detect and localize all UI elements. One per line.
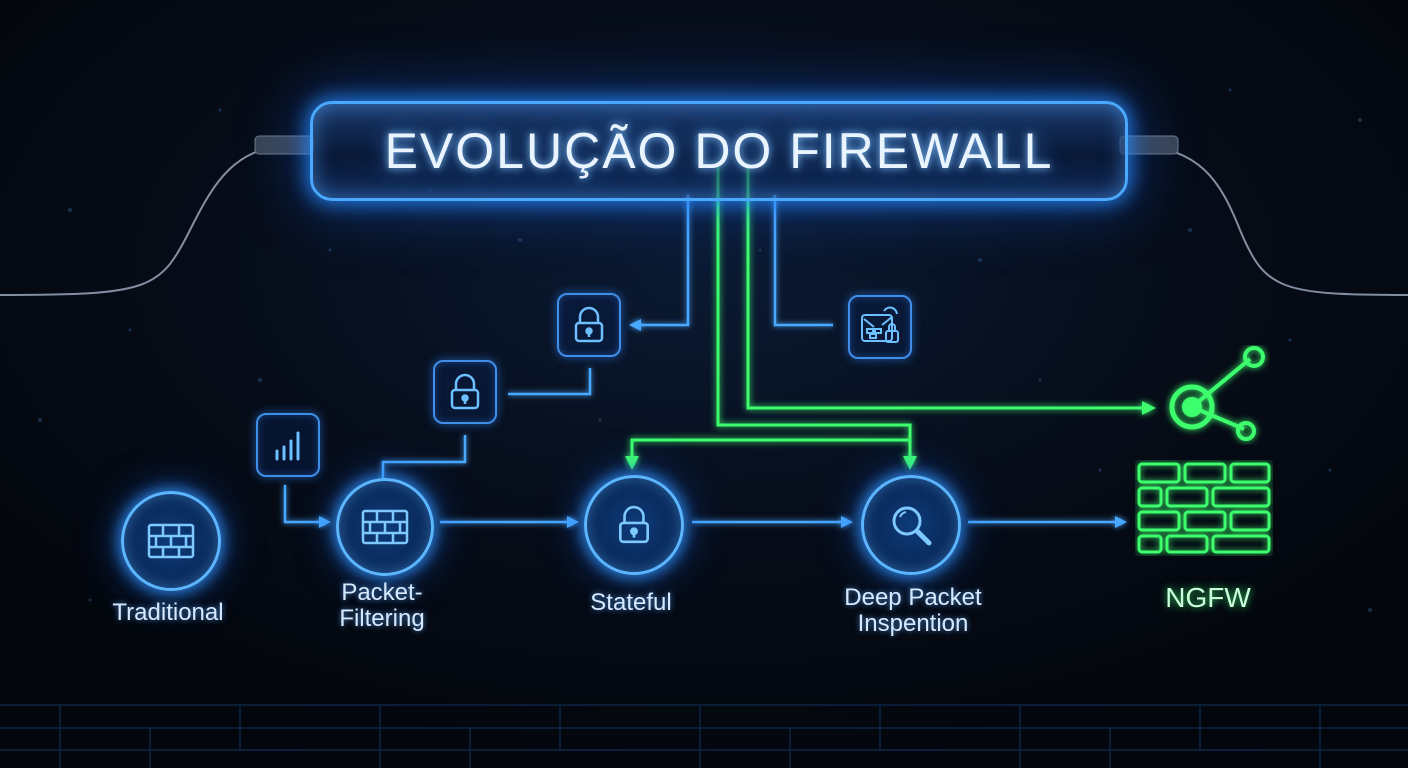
- connector-title-to-dpi: [716, 165, 917, 470]
- padlock-icon: [574, 306, 604, 343]
- connector-title-to-ngfw: [746, 165, 1156, 415]
- stage-node-packet-filtering: [336, 478, 434, 576]
- stage-node-stateful: [584, 475, 684, 575]
- network-padlock-icon: [861, 306, 899, 343]
- stage-node-traditional: [121, 491, 221, 591]
- stage-label-packet-filtering: Packet- Filtering: [302, 580, 462, 632]
- stage-label-deep-packet-inspection: Deep Packet Inspention: [818, 585, 1008, 637]
- connector-lock-mid-to-packet-filtering: [381, 435, 467, 478]
- connector-to-stateful: [625, 438, 910, 470]
- connector-title-to-lock-top: [629, 195, 690, 331]
- stage-label-traditional: Traditional: [88, 600, 248, 626]
- stage-label-line: Inspention: [857, 610, 969, 637]
- green-brick-wall-icon: [1137, 462, 1271, 554]
- bar-chart-box: [256, 413, 320, 477]
- title-banner: EVOLUÇÃO DO FIREWALL: [310, 101, 1128, 201]
- connector-title-to-network-lock: [773, 195, 833, 327]
- stage-label-line: Packet-: [341, 579, 423, 606]
- lock-box-top: [557, 293, 621, 357]
- padlock-icon: [450, 373, 480, 410]
- stage-label-line: Filtering: [339, 605, 425, 632]
- cables: [0, 144, 1408, 296]
- stage-label-line: Traditional: [112, 599, 224, 626]
- page-title: EVOLUÇÃO DO FIREWALL: [384, 123, 1054, 179]
- circuit-floor: [0, 704, 1408, 768]
- network-lock-box: [848, 295, 912, 359]
- connector-chart-to-packet-filtering: [283, 485, 331, 528]
- brick-wall-icon: [147, 523, 195, 559]
- cable-connector-left: [254, 135, 314, 155]
- padlock-icon: [619, 505, 649, 544]
- cable-connector-right: [1119, 135, 1179, 155]
- connector-lock-top-to-lock-mid: [508, 368, 592, 396]
- share-node-icon: [1169, 346, 1265, 441]
- starfield: [38, 88, 1372, 612]
- blue-connectors: [283, 195, 1127, 528]
- stage-label-line: Deep Packet: [844, 584, 982, 611]
- brick-wall-icon: [361, 509, 409, 545]
- stage-label-stateful: Stateful: [551, 590, 711, 616]
- stage-label-line: Stateful: [590, 589, 672, 616]
- stage-node-deep-packet-inspection: [861, 475, 961, 575]
- stage-label-line: NGFW: [1165, 582, 1251, 613]
- magnifier-icon: [892, 506, 932, 546]
- stage-label-ngfw: NGFW: [1128, 582, 1288, 613]
- bar-chart-icon: [275, 431, 300, 461]
- green-connectors: [625, 165, 1156, 470]
- lock-box-middle: [433, 360, 497, 424]
